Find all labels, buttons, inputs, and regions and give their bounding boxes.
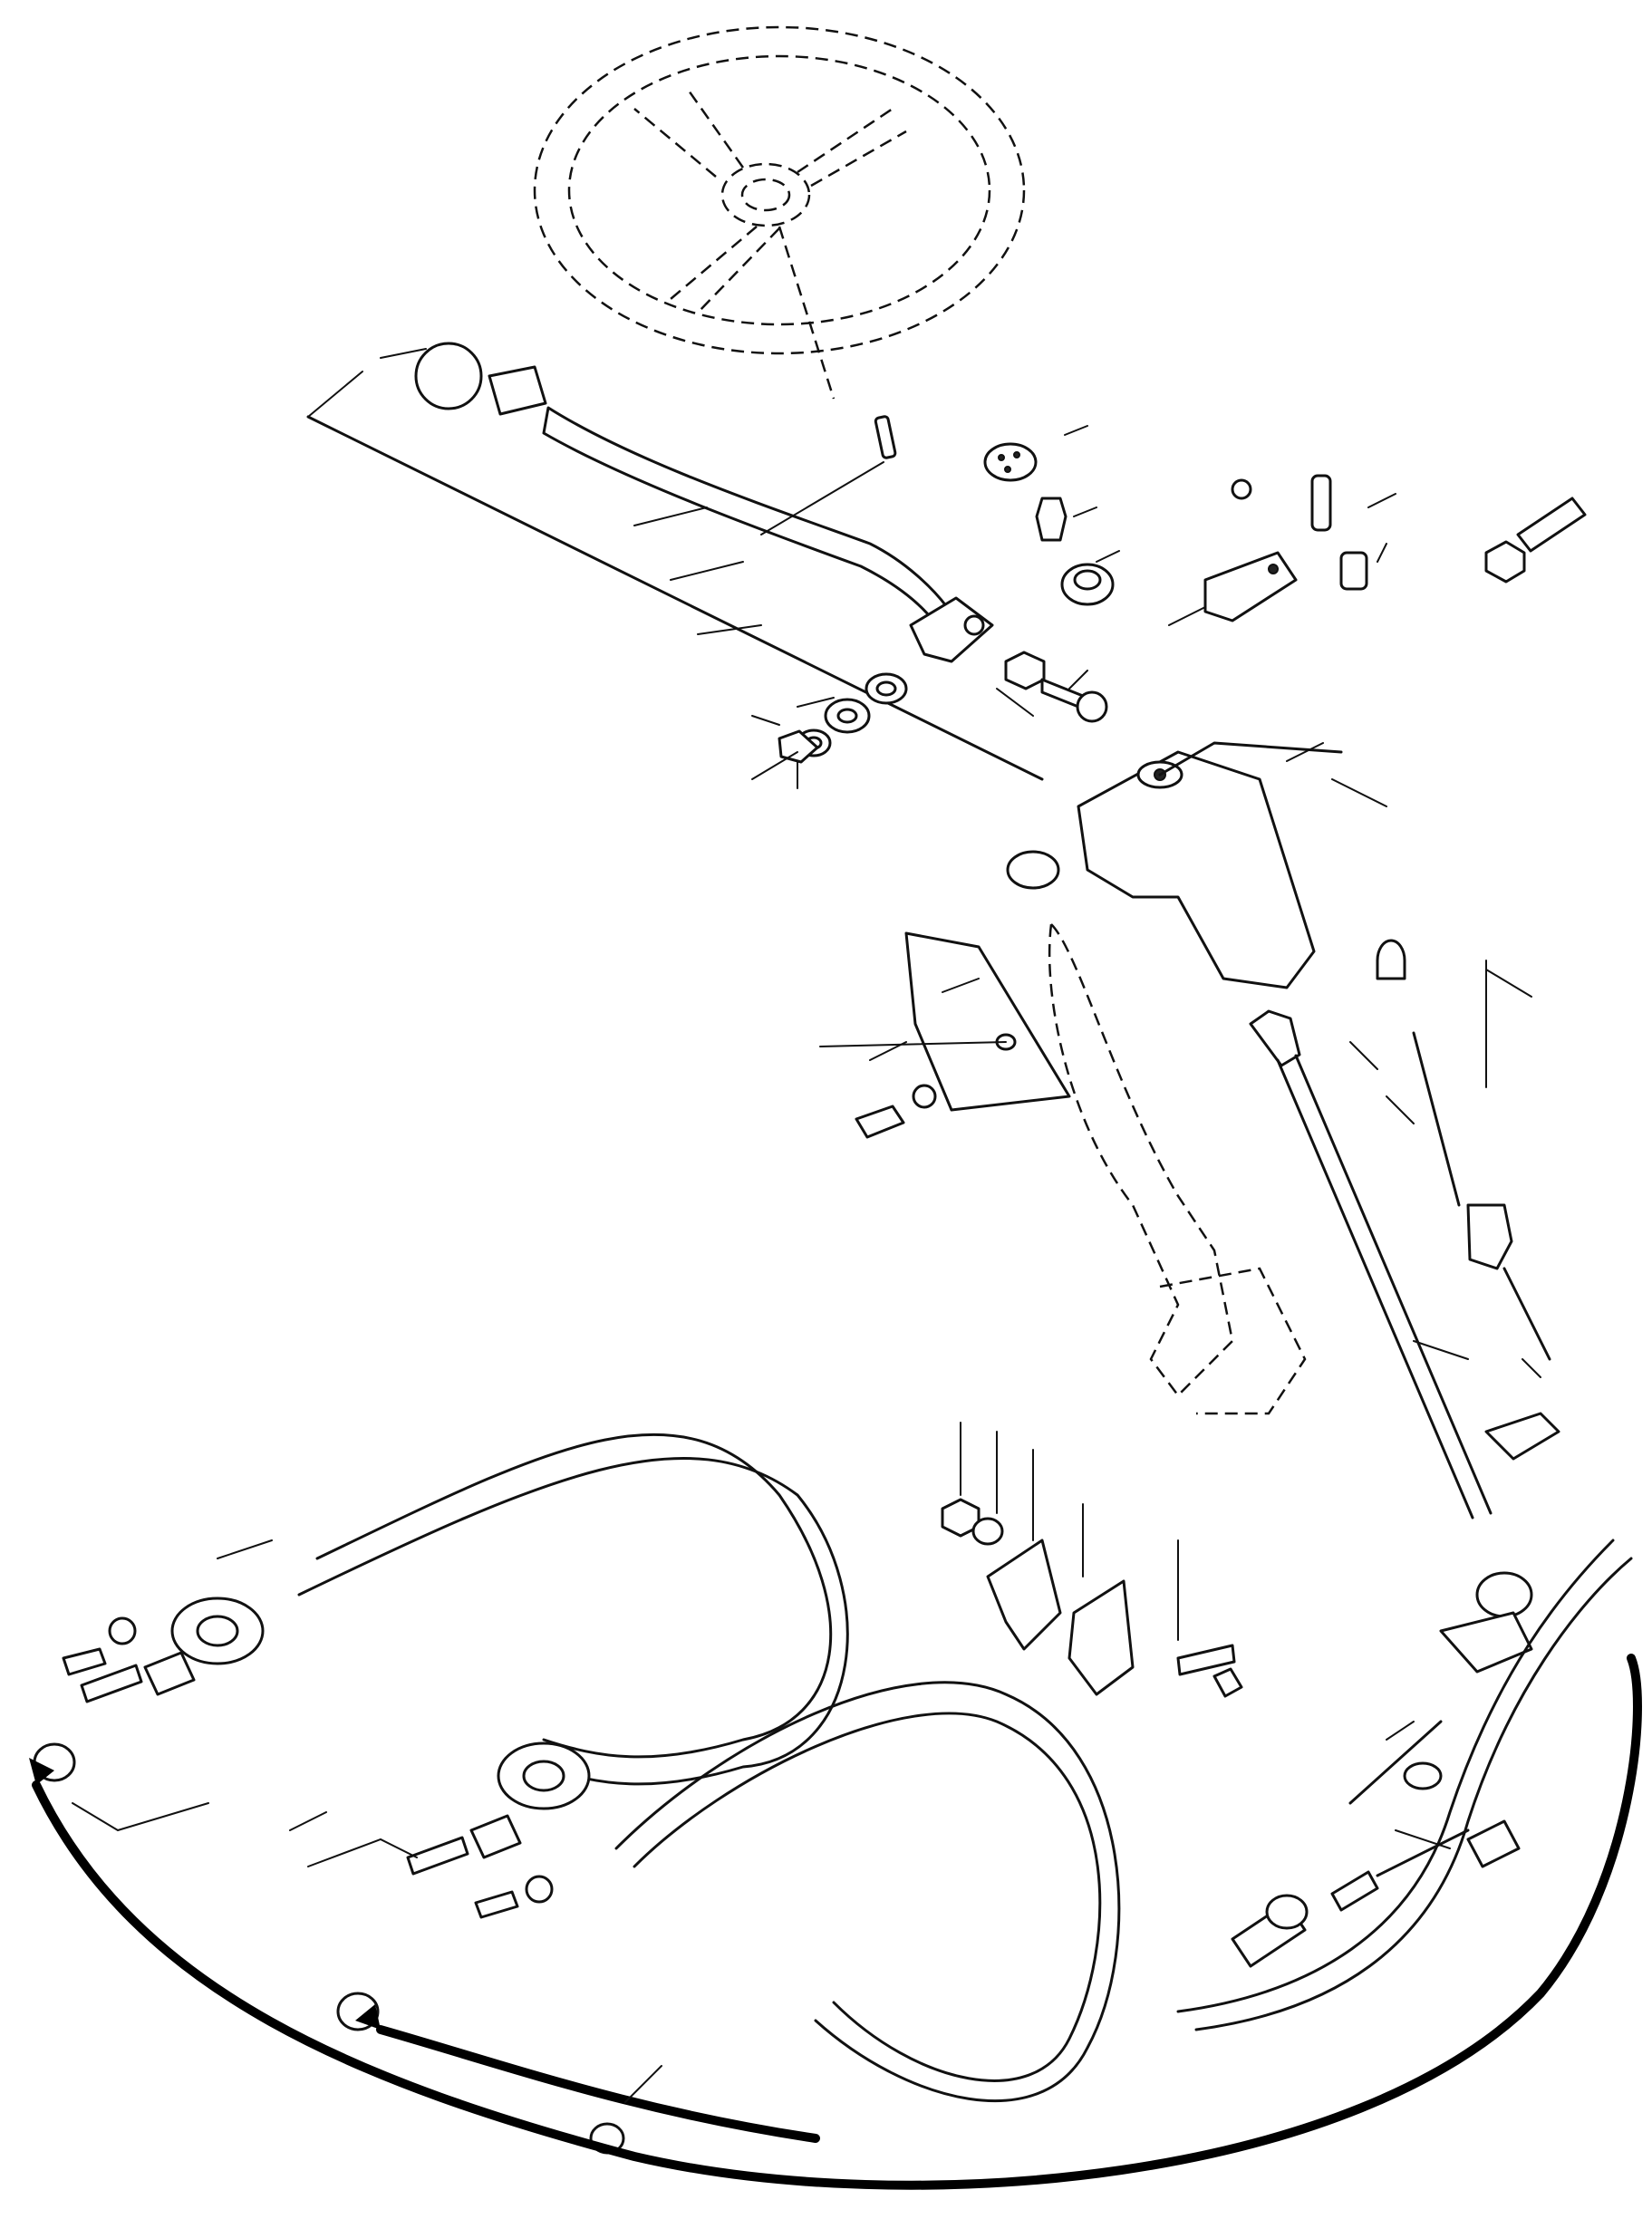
cover-shield — [819, 931, 1071, 1139]
roll-pin — [874, 415, 897, 459]
right-cable-end — [1231, 1819, 1521, 1968]
gear-lever-assembly — [306, 342, 1044, 781]
steering-wheel-phantom — [533, 25, 1026, 400]
cable-clamps — [941, 1422, 1243, 1698]
control-rods — [1249, 939, 1560, 1805]
assembly-arrows — [29, 1654, 1642, 2190]
control-cables — [297, 1433, 1633, 2103]
control-housing — [1077, 741, 1343, 989]
centre-cable-end — [336, 1741, 591, 2031]
washer-stack — [751, 672, 908, 780]
bushing — [1006, 850, 1060, 890]
column-phantom — [1048, 921, 1307, 1415]
nut-and-bolt — [1004, 651, 1108, 723]
left-cable-end — [33, 1597, 265, 1782]
indicator-plate — [1168, 474, 1587, 626]
leader-lines — [72, 348, 1541, 2103]
cap-and-fittings — [983, 425, 1120, 606]
